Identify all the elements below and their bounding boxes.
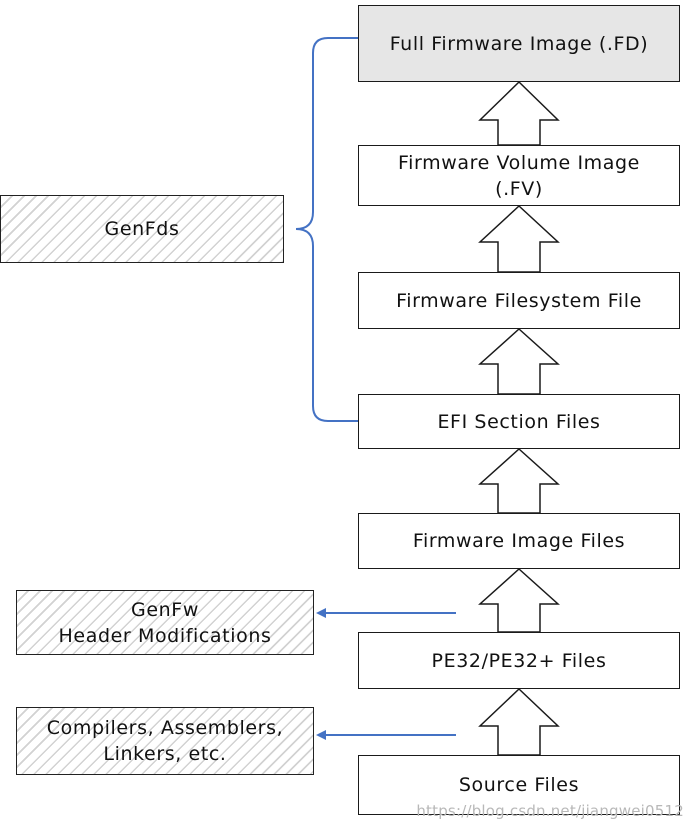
- up-arrow-efi-to-ffs: [478, 327, 560, 395]
- tool-label-compilers: Compilers, Assemblers, Linkers, etc.: [46, 717, 284, 765]
- stage-label-source: Source Files: [458, 774, 580, 796]
- tool-genfds: GenFds: [0, 195, 284, 263]
- stage-label-fw-image: Firmware Image Files: [412, 530, 626, 552]
- stage-label-efi: EFI Section Files: [437, 410, 601, 433]
- stage-label-fv: Firmware Volume Image (.FV): [398, 151, 640, 200]
- stage-firmware-image-files: Firmware Image Files: [358, 513, 680, 569]
- stage-label-pe32: PE32/PE32+ Files: [431, 649, 607, 672]
- stage-source-files: Source Files: [358, 755, 680, 815]
- stage-full-firmware-image: Full Firmware Image (.FD): [358, 5, 680, 82]
- tool-label-genfds: GenFds: [104, 218, 180, 240]
- tool-label-genfw: GenFw Header Modifications: [58, 598, 272, 647]
- genfds-brace: [295, 37, 358, 422]
- stage-firmware-volume-image: Firmware Volume Image (.FV): [358, 145, 680, 206]
- up-arrow-fwimage-to-efi: [478, 447, 560, 514]
- stage-label-ffs: Firmware Filesystem File: [396, 289, 642, 312]
- stage-label-fd: Full Firmware Image (.FD): [389, 32, 649, 55]
- stage-firmware-filesystem-file: Firmware Filesystem File: [358, 272, 680, 329]
- watermark-text: https://blog.csdn.net/jiangwei0512: [416, 802, 684, 820]
- up-arrow-source-to-pe32: [478, 687, 560, 756]
- tool-genfw: GenFw Header Modifications: [16, 590, 314, 655]
- stage-pe32-files: PE32/PE32+ Files: [358, 632, 680, 689]
- tool-compilers: Compilers, Assemblers, Linkers, etc.: [16, 707, 314, 775]
- up-arrow-fv-to-fd: [478, 80, 560, 146]
- up-arrow-pe32-to-fwimage: [478, 567, 560, 633]
- stage-efi-section-files: EFI Section Files: [358, 394, 680, 449]
- up-arrow-ffs-to-fv: [478, 204, 560, 273]
